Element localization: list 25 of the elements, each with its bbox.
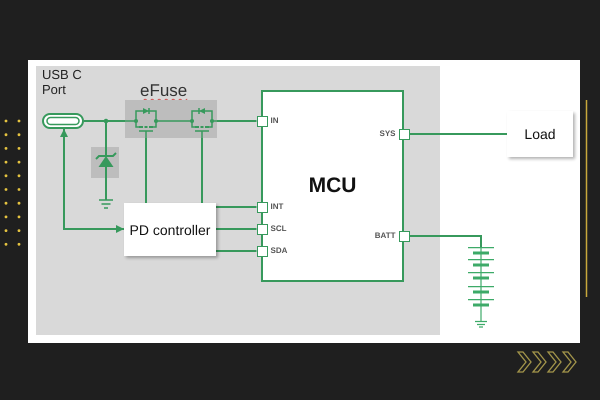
pin-label: BATT	[374, 231, 396, 241]
wire	[145, 138, 147, 203]
pin-label: SYS	[379, 129, 396, 139]
port-label: USB C Port	[42, 67, 83, 97]
wire	[216, 250, 256, 252]
component-label: Load	[524, 126, 556, 142]
wire	[216, 228, 256, 230]
wire	[201, 138, 203, 203]
pin-label: IN	[270, 116, 278, 126]
wire	[410, 133, 507, 135]
wire	[84, 120, 125, 122]
wire	[60, 129, 124, 233]
pin-label: INT	[270, 202, 284, 212]
battery-symbol	[467, 247, 495, 328]
pin-label: SCL	[270, 224, 286, 234]
component-label: PD controller	[130, 222, 210, 238]
component-card	[507, 111, 573, 157]
block-title: eFuse	[140, 82, 188, 100]
wire	[410, 235, 482, 247]
component-card	[124, 203, 216, 256]
wire	[217, 120, 256, 122]
pin-label: SDA	[270, 246, 288, 256]
component-label: MCU	[308, 174, 356, 198]
component-box	[261, 90, 404, 282]
wire	[216, 206, 256, 208]
